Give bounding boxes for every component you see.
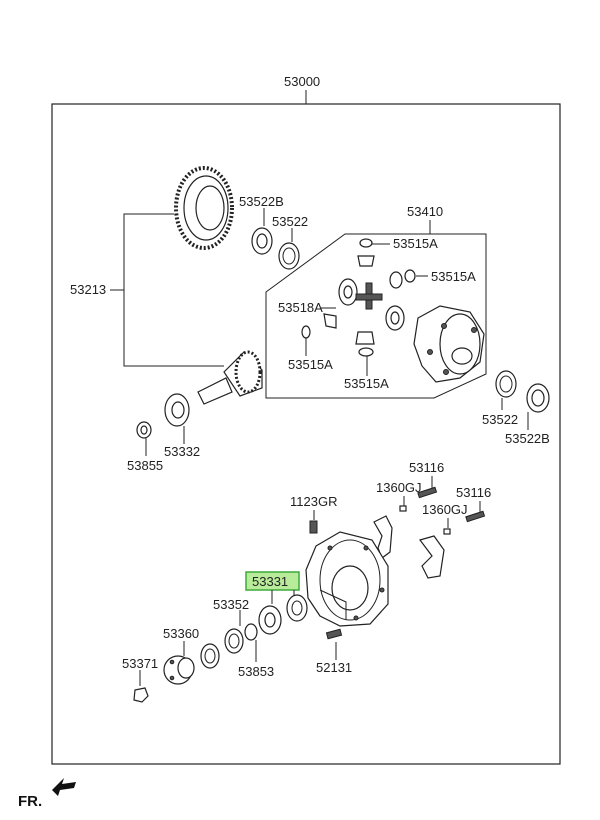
label-53515a-4[interactable]: 53515A xyxy=(344,376,389,391)
label-53515a-1[interactable]: 53515A xyxy=(393,236,438,251)
bearing-53522b-bottom[interactable] xyxy=(526,383,550,413)
bearing-53522b-top[interactable] xyxy=(251,227,273,255)
pinion-gear-lower[interactable] xyxy=(385,305,405,331)
plug-52131[interactable] xyxy=(325,628,343,640)
label-53515a-2[interactable]: 53515A xyxy=(431,269,476,284)
pinion-gear-small[interactable] xyxy=(323,313,337,329)
label-53371[interactable]: 53371 xyxy=(122,656,158,671)
assembly-frame xyxy=(51,103,561,765)
thrust-washer-top[interactable] xyxy=(359,238,373,248)
front-indicator: FR. xyxy=(18,793,42,810)
label-53410[interactable]: 53410 xyxy=(407,204,443,219)
bearing-53352[interactable] xyxy=(258,605,282,635)
label-53522b-top[interactable]: 53522B xyxy=(239,194,284,209)
label-53522b-bottom[interactable]: 53522B xyxy=(505,431,550,446)
bearing-cap-right[interactable] xyxy=(418,535,445,579)
front-arrow-icon xyxy=(52,778,76,796)
label-53522-bottom[interactable]: 53522 xyxy=(482,412,518,427)
label-1360gj-2[interactable]: 1360GJ xyxy=(422,502,468,517)
carrier-housing[interactable] xyxy=(305,531,389,627)
side-gear-left[interactable] xyxy=(338,278,358,306)
spacer-53853[interactable] xyxy=(244,623,258,641)
label-53855[interactable]: 53855 xyxy=(127,458,163,473)
label-53331[interactable]: 53331 xyxy=(252,574,288,589)
label-53116-2[interactable]: 53116 xyxy=(456,485,491,500)
pinion-shaft-cross[interactable] xyxy=(355,282,383,310)
side-gear-top[interactable] xyxy=(357,255,375,267)
label-53116-1[interactable]: 53116 xyxy=(409,460,444,475)
bearing-race-53522-bottom[interactable] xyxy=(495,370,517,398)
ring-gear[interactable] xyxy=(174,166,234,250)
bearing-53331[interactable] xyxy=(286,594,308,622)
bolt-53116-1[interactable] xyxy=(417,486,438,499)
label-53515a-3[interactable]: 53515A xyxy=(288,357,333,372)
drive-pinion[interactable] xyxy=(197,350,263,405)
bolt-1123gr[interactable] xyxy=(309,520,318,534)
companion-flange[interactable] xyxy=(163,655,195,685)
assembly-label: 53000 xyxy=(284,74,320,89)
oil-seal-53360[interactable] xyxy=(200,643,220,669)
label-53522-top[interactable]: 53522 xyxy=(272,214,308,229)
label-53853[interactable]: 53853 xyxy=(238,664,274,679)
label-53360[interactable]: 53360 xyxy=(163,626,199,641)
bearing-race-53522-top[interactable] xyxy=(278,242,300,270)
bolt-53116-2[interactable] xyxy=(465,510,486,523)
differential-frame xyxy=(265,233,487,399)
seal-ring[interactable] xyxy=(224,628,244,654)
washer-1360gj-2[interactable] xyxy=(443,528,451,535)
label-53352[interactable]: 53352 xyxy=(213,597,249,612)
thrust-washer-left[interactable] xyxy=(301,325,311,339)
nut-53371[interactable] xyxy=(133,687,149,703)
side-gear-bottom[interactable] xyxy=(355,331,375,345)
pinion-gear-right[interactable] xyxy=(389,269,416,289)
label-52131[interactable]: 52131 xyxy=(316,660,352,675)
label-1123gr[interactable]: 1123GR xyxy=(290,494,337,509)
label-53332[interactable]: 53332 xyxy=(164,444,200,459)
differential-case[interactable] xyxy=(413,305,485,383)
label-53213[interactable]: 53213 xyxy=(70,282,106,297)
spacer-53855[interactable] xyxy=(136,421,152,439)
thrust-washer-bottom[interactable] xyxy=(358,347,374,357)
label-1360gj-1[interactable]: 1360GJ xyxy=(376,480,422,495)
bearing-53332[interactable] xyxy=(164,393,190,427)
label-53518a[interactable]: 53518A xyxy=(278,300,323,315)
washer-1360gj-1[interactable] xyxy=(399,505,407,512)
bearing-cap-left[interactable] xyxy=(373,515,393,559)
